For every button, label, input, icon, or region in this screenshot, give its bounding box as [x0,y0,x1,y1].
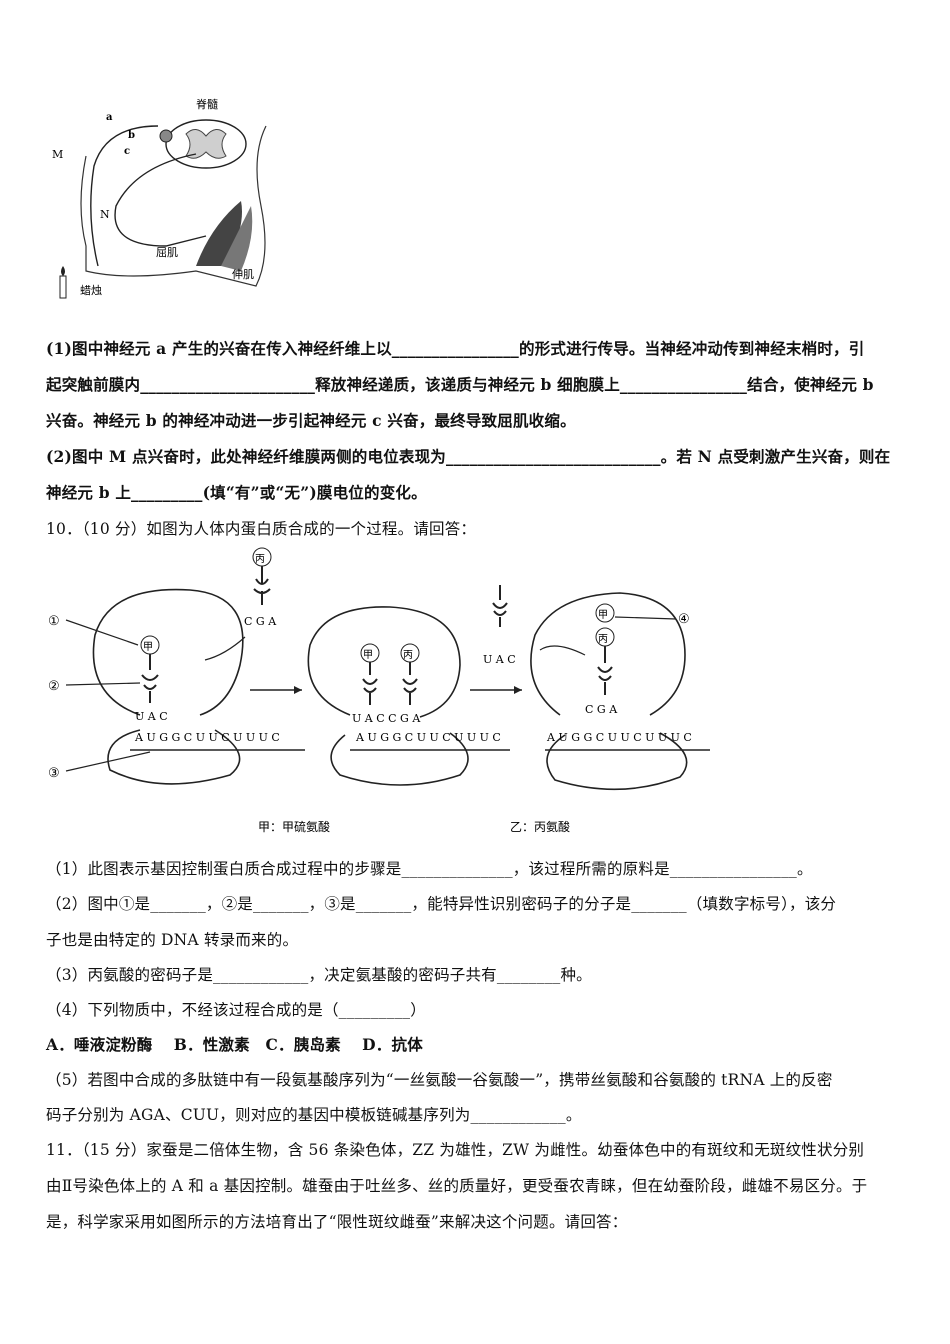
bing-label-top: 丙 [255,554,265,565]
label-spinal-cord: 脊髓 [196,97,218,111]
protein-synthesis-figure: 丙 C G A 甲 U A C A U G G C U U C U U U C … [48,547,710,834]
ribosome-3 [530,592,688,791]
q9-part1-line1: (1)图中神经元 a 产生的兴奋在传入神经纤维上以_______________… [46,339,865,358]
q9-part2-line1: (2)图中 M 点兴奋时，此处神经纤维膜两侧的电位表现为____________… [46,447,891,466]
q10-sub5-line2: 码子分别为 AGA、CUU，则对应的基因中模板链碱基序列为___________… [46,1106,582,1124]
num-2: ② [48,679,60,694]
afferent-nerve-m [90,125,159,267]
label-candle: 蜡烛 [80,284,102,297]
label-c: c [124,146,130,157]
neuron-a-body [159,129,173,143]
anticodon-cga-free: C G A [244,615,277,628]
spinal-gray-matter [185,129,227,159]
label-a: a [106,112,113,123]
caption-jia: 甲：甲硫氨酸 [258,819,330,834]
q10-sub1: （1）此图表示基因控制蛋白质合成过程中的步骤是______________，该过… [46,860,813,878]
mrna-2: A U G G C U U C U U U C [355,731,501,744]
q9-part1-line2: 起突触前膜内______________________释放神经递质，该递质与神… [46,375,874,394]
q10-sub2-line2: 子也是由特定的 DNA 转录而来的。 [46,931,299,949]
q10-header: 10．（10 分）如图为人体内蛋白质合成的一个过程。请回答： [46,520,477,538]
anticodon-uaccga: U A C C G A [352,712,421,725]
bing-label-3: 丙 [598,634,608,645]
q10-sub5-line1: （5）若图中合成的多肽链中有一段氨基酸序列为“一丝氨酸一谷氨酸一”，携带丝氨酸和… [46,1071,833,1089]
ribosome-2 [307,606,469,786]
q11-line3: 是，科学家采用如图所示的方法培育出了“限性斑纹雌蚕”来解决这个问题。请回答： [46,1213,628,1231]
q11-line1: 11．（15 分）家蚕是二倍体生物，含 56 条染色体，ZZ 为雄性，ZW 为雌… [46,1141,865,1159]
caption-yi: 乙：丙氨酸 [510,819,570,834]
label-flexor: 屈肌 [156,246,178,259]
q10-sub4-options: A．唾液淀粉酶 B．性激素 C．胰岛素 D．抗体 [46,1035,423,1054]
candle-shape [59,275,67,299]
q10-sub2-line1: （2）图中①是_______，②是_______，③是_______，能特异性识… [46,895,837,913]
anticodon-cga-3: C G A [585,703,618,716]
reflex-arc-figure: 脊髓 a b c M N 屈肌 伸肌 蜡烛 [52,97,267,299]
jia-label-3: 甲 [598,610,608,621]
q10-sub4: （4）下列物质中，不经该过程合成的是（_________） [46,1001,426,1019]
mrna-3: A U G G C U U C U U U C [546,731,692,744]
num-4: ④ [678,612,690,627]
efferent-nerve-n [114,153,207,247]
ribosome-1 [92,588,244,785]
spinal-cord-shape [165,119,247,169]
anticodon-uac-1: U A C [135,710,168,723]
jia-label-2: 甲 [363,650,373,661]
anticodon-uac-free: U A C [483,653,516,666]
q11-line2: 由Ⅱ号染色体上的 A 和 a 基因控制。雄蚕由于吐丝多、丝的质量好，更受蚕农青睐… [46,1177,868,1195]
jia-label-1: 甲 [143,642,153,653]
bing-label-2: 丙 [403,650,413,661]
q9-part2-line2: 神经元 b 上_________(填“有”或“无”)膜电位的变化。 [46,483,427,502]
limb-outline [80,125,267,287]
label-n: N [100,208,110,221]
label-extensor: 伸肌 [232,268,254,281]
q9-part1-line3: 兴奋。神经元 b 的神经冲动进一步引起神经元 c 兴奋，最终导致屈肌收缩。 [46,411,576,430]
label-m: M [52,148,63,161]
extensor-muscle [221,206,253,271]
label-b: b [128,130,135,141]
num-3: ③ [48,766,60,781]
num-1: ① [48,614,60,629]
candle-flame [61,266,65,276]
q10-sub3: （3）丙氨酸的密码子是____________，决定氨基酸的密码子共有_____… [46,966,592,984]
mrna-1: A U G G C U U C U U U C [134,731,280,744]
